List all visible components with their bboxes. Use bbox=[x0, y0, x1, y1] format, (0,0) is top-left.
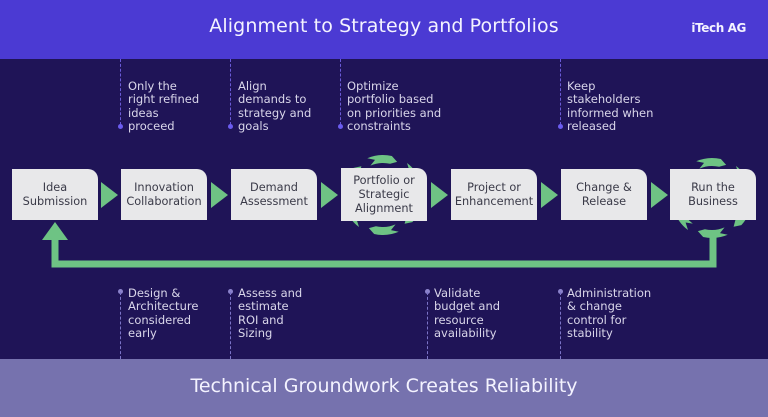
bottom-note-3: Validate budget and resource availabilit… bbox=[434, 286, 544, 341]
note-connector bbox=[230, 292, 231, 359]
note-line: Only the bbox=[128, 79, 177, 93]
flow-arrow-icon bbox=[321, 182, 338, 208]
note-line: ideas bbox=[128, 105, 159, 120]
cycle-segment-icon bbox=[696, 158, 727, 169]
note-line: released bbox=[567, 119, 617, 134]
note-line: strategy and bbox=[238, 105, 312, 120]
step-change-release: Change &Release bbox=[561, 169, 647, 220]
step-label: Release bbox=[581, 194, 627, 208]
footer-banner: Technical Groundwork Creates Reliability bbox=[0, 359, 768, 417]
top-note-2: Align demands to strategy and goals bbox=[238, 79, 348, 134]
step-label: Business bbox=[688, 194, 738, 208]
note-line: right refined bbox=[128, 92, 200, 107]
footer-title: Technical Groundwork Creates Reliability bbox=[190, 375, 578, 397]
note-connector bbox=[120, 59, 121, 125]
step-label: Strategic bbox=[358, 187, 410, 201]
note-connector bbox=[120, 292, 121, 359]
flow-arrow-icon bbox=[651, 182, 668, 208]
header-title: Alignment to Strategy and Portfolios bbox=[209, 15, 559, 37]
note-dot-icon bbox=[558, 289, 563, 294]
note-line: early bbox=[128, 326, 157, 341]
note-line: demands to bbox=[238, 92, 307, 107]
cycle-segment-icon bbox=[368, 224, 399, 235]
note-line: control for bbox=[567, 312, 627, 327]
note-line: Design & bbox=[128, 286, 181, 300]
note-line: Optimize bbox=[347, 79, 399, 93]
bottom-note-2: Assess and estimate ROI and Sizing bbox=[238, 286, 348, 341]
note-line: Sizing bbox=[238, 326, 273, 341]
step-label: Portfolio or bbox=[353, 173, 415, 187]
note-dot-icon bbox=[118, 289, 123, 294]
step-label: Innovation bbox=[134, 180, 194, 194]
step-label: Enhancement bbox=[454, 194, 534, 208]
note-dot-icon bbox=[425, 289, 430, 294]
bottom-note-4: Administration & change control for stab… bbox=[567, 286, 677, 341]
note-line: stakeholders bbox=[567, 92, 641, 107]
step-label: Run the bbox=[691, 180, 735, 194]
note-line: constraints bbox=[347, 119, 411, 134]
step-label: Submission bbox=[22, 194, 88, 208]
note-line: goals bbox=[238, 119, 269, 134]
note-dot-icon bbox=[228, 124, 233, 129]
note-line: budget and bbox=[434, 299, 501, 314]
flow-arrow-icon bbox=[101, 182, 118, 208]
flow-arrow-icon bbox=[211, 182, 228, 208]
note-connector bbox=[230, 59, 231, 125]
cycle-segment-icon bbox=[697, 227, 728, 238]
note-line: Assess and bbox=[238, 286, 303, 300]
brand-logo: iTech AG bbox=[691, 21, 746, 35]
note-line: stability bbox=[567, 326, 613, 341]
feedback-loop-line bbox=[51, 236, 717, 268]
note-dot-icon bbox=[558, 124, 563, 129]
top-note-4: Keep stakeholders informed when released bbox=[567, 79, 677, 134]
note-connector bbox=[560, 292, 561, 359]
note-line: informed when bbox=[567, 105, 654, 120]
bottom-note-1: Design & Architecture considered early bbox=[128, 286, 238, 341]
note-line: ROI and bbox=[238, 312, 284, 327]
top-note-1: Only the right refined ideas proceed bbox=[128, 79, 238, 134]
note-line: considered bbox=[128, 312, 192, 327]
step-label: Collaboration bbox=[126, 194, 202, 208]
step-label: Project or bbox=[467, 180, 521, 194]
feedback-arrowhead-icon bbox=[42, 222, 68, 240]
cycle-segment-icon bbox=[367, 155, 398, 166]
note-line: Administration bbox=[567, 286, 652, 300]
header-banner: Alignment to Strategy and Portfolios iTe… bbox=[0, 0, 768, 59]
top-note-3: Optimize portfolio based on priorities a… bbox=[347, 79, 467, 134]
note-line: Architecture bbox=[128, 299, 199, 314]
note-dot-icon bbox=[228, 289, 233, 294]
note-dot-icon bbox=[338, 124, 343, 129]
note-line: availability bbox=[434, 326, 497, 341]
note-line: portfolio based bbox=[347, 92, 434, 107]
note-line: Align bbox=[238, 79, 267, 93]
note-connector bbox=[560, 59, 561, 125]
flow-arrow-icon bbox=[541, 182, 558, 208]
step-label: Alignment bbox=[355, 201, 413, 215]
note-line: Keep bbox=[567, 79, 596, 93]
note-line: on priorities and bbox=[347, 105, 442, 120]
note-line: estimate bbox=[238, 299, 289, 314]
note-line: resource bbox=[434, 312, 484, 327]
note-line: proceed bbox=[128, 119, 175, 134]
step-label: Change & bbox=[576, 180, 632, 194]
note-line: & change bbox=[567, 299, 622, 314]
note-connector bbox=[427, 292, 428, 359]
note-line: Validate bbox=[434, 286, 481, 300]
step-label: Demand bbox=[250, 180, 298, 194]
flow-arrow-icon bbox=[431, 182, 448, 208]
step-label: Assessment bbox=[240, 194, 308, 208]
step-label: Idea bbox=[42, 180, 68, 194]
note-dot-icon bbox=[118, 124, 123, 129]
note-connector bbox=[340, 59, 341, 125]
